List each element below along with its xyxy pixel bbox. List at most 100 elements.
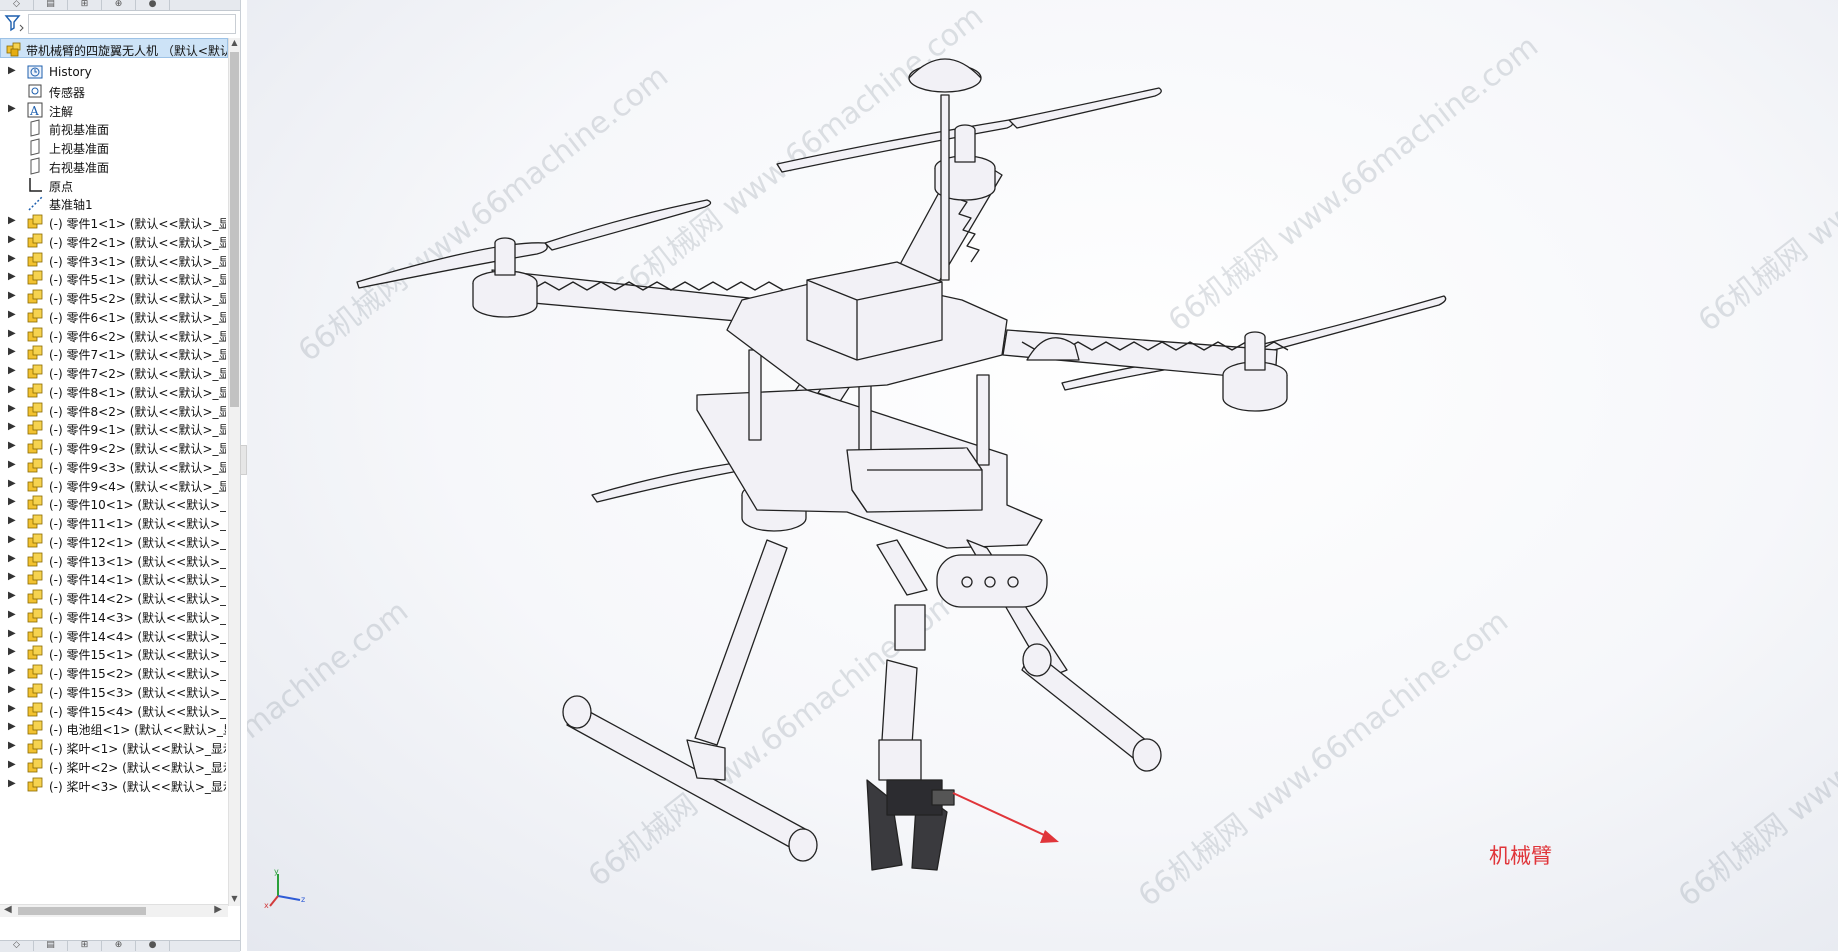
expand-arrow-icon[interactable]: ▶ — [8, 383, 16, 395]
scroll-down-arrow-icon[interactable]: ▼ — [231, 894, 238, 903]
tree-item[interactable]: ▶(-) 零件2<1> (默认<<默认>_显 — [0, 230, 226, 252]
expand-arrow-icon[interactable]: ▶ — [8, 721, 16, 733]
tree-item[interactable]: ▶(-) 零件9<4> (默认<<默认>_显 — [0, 474, 226, 496]
expand-arrow-icon[interactable]: ▶ — [8, 515, 16, 526]
tree-scroll-thumb[interactable] — [230, 52, 239, 407]
expand-arrow-icon[interactable]: ▶ — [8, 477, 16, 489]
tab-display-manager[interactable]: ● — [136, 0, 170, 10]
scroll-up-arrow-icon[interactable]: ▲ — [231, 38, 238, 47]
expand-arrow-icon[interactable]: ▶ — [8, 571, 16, 583]
tree-vertical-scrollbar[interactable]: ▲ ▼ — [228, 38, 240, 906]
tree-root-assembly[interactable]: 带机械臂的四旋翼无人机 （默认<默认 — [0, 38, 228, 58]
tree-item[interactable]: ▶(-) 零件15<1> (默认<<默认>_显 — [0, 642, 226, 664]
tree-item[interactable]: ▶(-) 零件14<2> (默认<<默认>_显 — [0, 586, 226, 608]
panel-splitter-handle[interactable] — [240, 445, 247, 475]
tree-item[interactable]: 右视基准面 — [0, 155, 226, 177]
scroll-right-arrow-icon[interactable]: ▶ — [214, 904, 222, 915]
tab-property-manager[interactable]: ▤ — [34, 0, 68, 10]
tree-item[interactable]: ▶(-) 零件1<1> (默认<<默认>_显 — [0, 211, 226, 233]
expand-arrow-icon[interactable]: ▶ — [8, 590, 16, 601]
filter-input[interactable] — [28, 14, 236, 34]
tree-item[interactable]: ▶History — [0, 61, 226, 83]
expand-arrow-icon[interactable]: ▶ — [8, 308, 16, 320]
expand-arrow-icon[interactable]: ▶ — [8, 777, 16, 789]
tree-item[interactable]: ▶(-) 桨叶<3> (默认<<默认>_显示 — [0, 774, 226, 796]
tab-dimxpert-manager[interactable]: ⊕ — [102, 0, 136, 10]
tree-item[interactable]: ▶(-) 零件15<3> (默认<<默认>_显 — [0, 680, 226, 702]
expand-arrow-icon[interactable]: ▶ — [8, 65, 16, 76]
expand-arrow-icon[interactable]: ▶ — [8, 215, 16, 226]
bottom-tab-dimxpert-manager[interactable]: ⊕ — [102, 941, 136, 951]
tree-item[interactable]: ▶(-) 零件12<1> (默认<<默认>_显 — [0, 530, 226, 552]
tree-item[interactable]: ▶(-) 零件9<3> (默认<<默认>_显 — [0, 455, 226, 477]
tree-item[interactable]: ▶(-) 零件9<1> (默认<<默认>_显 — [0, 417, 226, 439]
tree-item[interactable]: ▶ (-) 零件6<1> (默认<<默认>_显 — [0, 305, 226, 327]
expand-arrow-icon[interactable]: ▶ — [8, 252, 16, 264]
expand-arrow-icon[interactable]: ▶ — [8, 627, 16, 639]
tab-feature-manager[interactable]: ◇ — [0, 0, 34, 10]
tree-item[interactable]: ▶(-) 零件5<2> (默认<<默认>_显 — [0, 286, 226, 308]
expand-arrow-icon[interactable]: ▶ — [8, 346, 16, 358]
tab-configuration-manager[interactable]: ⊞ — [68, 0, 102, 10]
filter-icon[interactable] — [4, 13, 26, 33]
tree-item[interactable]: 上视基准面 — [0, 136, 226, 158]
part-icon — [27, 758, 43, 773]
expand-arrow-icon[interactable]: ▶ — [8, 496, 16, 508]
tree-item[interactable]: ▶(-) 零件11<1> (默认<<默认>_显 — [0, 511, 226, 533]
expand-arrow-icon[interactable]: ▶ — [8, 702, 16, 714]
expand-arrow-icon[interactable]: ▶ — [8, 402, 16, 414]
tree-horizontal-scrollbar[interactable]: ◀ ▶ — [0, 904, 228, 917]
expand-arrow-icon[interactable]: ▶ — [8, 233, 16, 245]
tree-item[interactable]: ▶(-) 零件8<2> (默认<<默认>_显 — [0, 399, 226, 421]
bottom-tab-feature-manager[interactable]: ◇ — [0, 941, 34, 951]
tree-item[interactable]: ▶(-) 零件9<2> (默认<<默认>_显 — [0, 436, 226, 458]
expand-arrow-icon[interactable]: ▶ — [8, 740, 16, 751]
tree-item[interactable]: 前视基准面 — [0, 117, 226, 139]
part-icon — [27, 683, 43, 698]
tree-item[interactable]: ▶(-) 零件6<2> (默认<<默认>_显 — [0, 324, 226, 346]
tree-item[interactable]: ▶(-) 零件14<3> (默认<<默认>_显 — [0, 605, 226, 627]
bottom-tab-display-manager[interactable]: ● — [136, 941, 170, 951]
graphics-viewport[interactable]: 66机械网 www.66machine.com 66机械网 www.66mach… — [247, 0, 1838, 951]
expand-arrow-icon[interactable]: ▶ — [8, 683, 16, 695]
bottom-tab-configuration-manager[interactable]: ⊞ — [68, 941, 102, 951]
tree-item[interactable]: ▶(-) 零件7<2> (默认<<默认>_显 — [0, 361, 226, 383]
drone-model[interactable] — [247, 0, 1838, 951]
tree-item[interactable]: 原点 — [0, 174, 226, 196]
expand-arrow-icon[interactable]: ▶ — [8, 458, 16, 470]
expand-arrow-icon[interactable]: ▶ — [8, 533, 16, 545]
expand-arrow-icon[interactable]: ▶ — [8, 327, 16, 339]
expand-arrow-icon[interactable]: ▶ — [8, 552, 16, 564]
tree-item[interactable]: ▶(-) 零件14<1> (默认<<默认>_显 — [0, 567, 226, 589]
tree-item[interactable]: ▶(-) 桨叶<1> (默认<<默认>_显示 — [0, 736, 226, 758]
expand-arrow-icon[interactable]: ▶ — [8, 421, 16, 433]
tree-item[interactable]: 基准轴1 — [0, 192, 226, 214]
scroll-left-arrow-icon[interactable]: ◀ — [4, 904, 12, 915]
tree-item[interactable]: ▶(-) 电池组<1> (默认<<默认>_显 — [0, 717, 226, 739]
expand-arrow-icon[interactable]: ▶ — [8, 758, 16, 770]
tree-item[interactable]: ▶(-) 零件15<2> (默认<<默认>_显 — [0, 661, 226, 683]
bottom-tab-property-manager[interactable]: ▤ — [34, 941, 68, 951]
expand-arrow-icon[interactable]: ▶ — [8, 608, 16, 620]
tree-item[interactable]: ▶(-) 零件13<1> (默认<<默认>_显 — [0, 549, 226, 571]
tree-item-label: (-) 零件6<1> (默认<<默认>_显 — [49, 310, 226, 325]
expand-arrow-icon[interactable]: ▶ — [8, 271, 16, 283]
expand-arrow-icon[interactable]: ▶ — [8, 365, 16, 376]
tree-item[interactable]: ▶(-) 零件14<4> (默认<<默认>_显 — [0, 624, 226, 646]
tree-item[interactable]: ▶(-) 零件7<1> (默认<<默认>_显 — [0, 342, 226, 364]
tree-item[interactable]: ▶(-) 零件3<1> (默认<<默认>_显 — [0, 249, 226, 271]
tree-item[interactable]: ▶(-) 零件10<1> (默认<<默认>_显 — [0, 492, 226, 514]
tree-hscroll-thumb[interactable] — [18, 907, 146, 915]
tree-item[interactable]: ▶(-) 零件15<4> (默认<<默认>_显 — [0, 699, 226, 721]
expand-arrow-icon[interactable]: ▶ — [8, 440, 16, 451]
tree-item[interactable]: ▶(-) 零件5<1> (默认<<默认>_显 — [0, 267, 226, 289]
tree-item[interactable]: ▶(-) 零件8<1> (默认<<默认>_显 — [0, 380, 226, 402]
expand-arrow-icon[interactable]: ▶ — [8, 290, 16, 301]
part-icon — [27, 252, 43, 266]
expand-arrow-icon[interactable]: ▶ — [8, 665, 16, 676]
tree-item[interactable]: ▶(-) 桨叶<2> (默认<<默认>_显示 — [0, 755, 226, 777]
expand-arrow-icon[interactable]: ▶ — [8, 102, 16, 114]
tree-item[interactable]: 传感器 — [0, 80, 226, 102]
expand-arrow-icon[interactable]: ▶ — [8, 646, 16, 658]
